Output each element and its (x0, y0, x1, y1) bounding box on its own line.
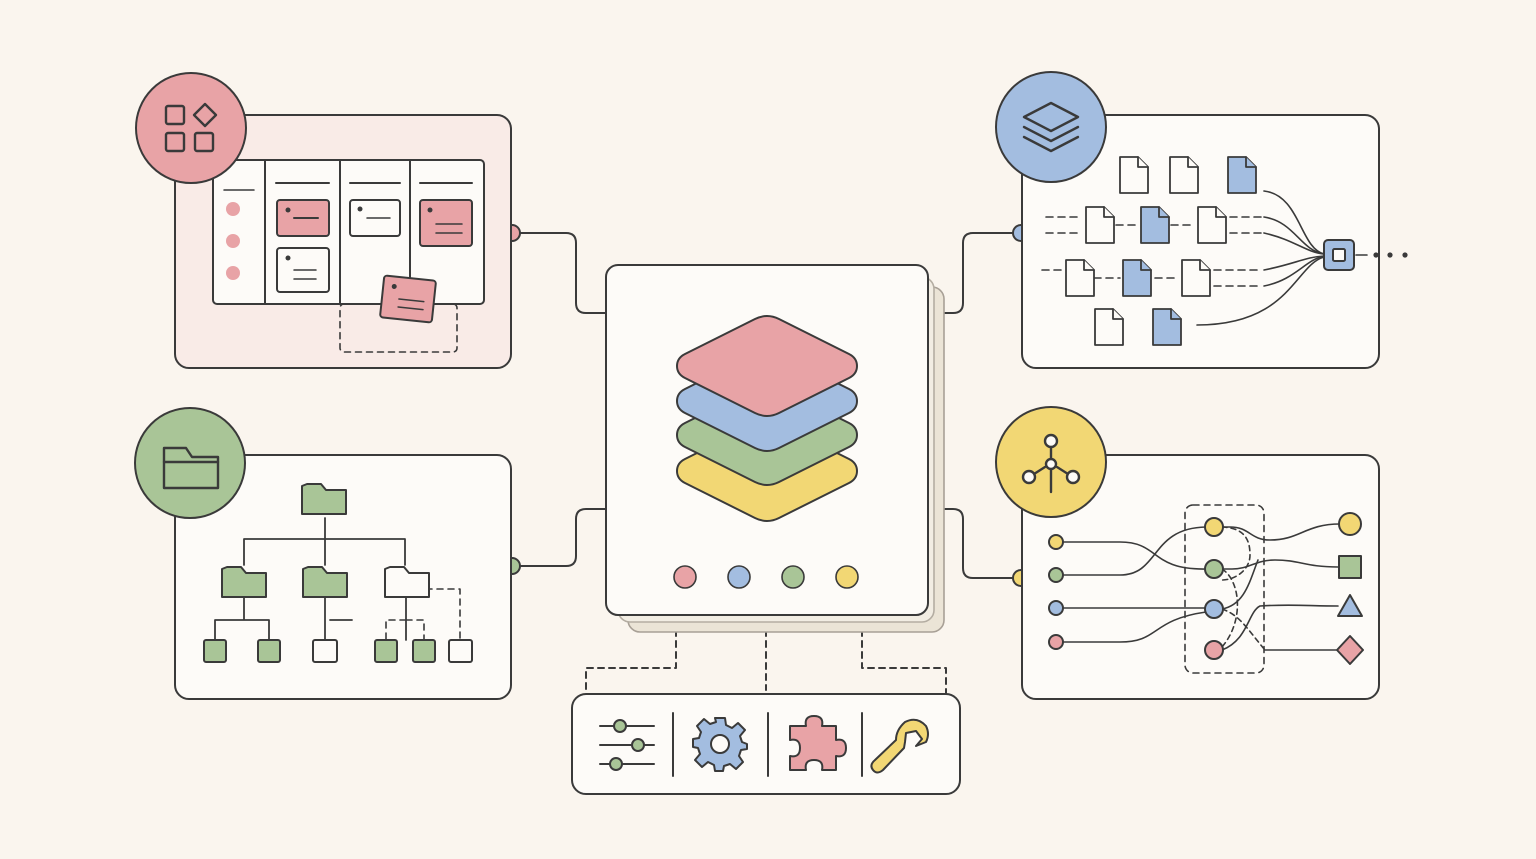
tree-leaf[interactable] (448, 639, 473, 663)
routing-input-pink[interactable] (1048, 634, 1064, 650)
network-nodes-icon (995, 406, 1107, 518)
kanban-card[interactable] (349, 199, 401, 237)
puzzle-piece-icon[interactable] (789, 715, 847, 771)
layer-pink (676, 315, 858, 417)
routing-input-green[interactable] (1048, 567, 1064, 583)
central-hub[interactable] (605, 264, 945, 633)
dot-green (781, 565, 805, 589)
wrench-icon[interactable] (870, 718, 929, 774)
hub-color-dots (673, 565, 859, 589)
connector-network-hub (942, 508, 1022, 579)
tree-leaf[interactable] (374, 639, 398, 663)
routing-group-box (1184, 504, 1265, 674)
tools-toolbar (571, 693, 961, 795)
tree-leaf[interactable] (257, 639, 281, 663)
routing-lines (1055, 523, 1341, 651)
gear-icon[interactable] (692, 717, 748, 772)
connector-docs-hub (942, 232, 1022, 314)
kanban-module[interactable] (135, 72, 512, 369)
routing-hub-pink[interactable] (1204, 640, 1224, 660)
routing-output-diamond[interactable] (1336, 635, 1364, 665)
network-panel (1021, 454, 1380, 700)
connector-kanban-hub (511, 232, 607, 314)
dot-pink (673, 565, 697, 589)
stacked-layers-icon (676, 315, 858, 522)
routing-hub-yellow[interactable] (1204, 517, 1224, 537)
pipeline-output-node[interactable] (1323, 239, 1355, 271)
sliders-icon[interactable] (599, 719, 655, 771)
folders-module[interactable] (134, 407, 512, 700)
routing-output-triangle[interactable] (1337, 594, 1363, 617)
kanban-card[interactable] (276, 199, 330, 237)
tree-lines (214, 517, 407, 641)
folder-icon (134, 407, 246, 519)
tree-leaf[interactable] (203, 639, 227, 663)
kanban-card[interactable] (419, 199, 473, 247)
routing-hub-green[interactable] (1204, 559, 1224, 579)
pipeline-lanes (1041, 216, 1263, 287)
tree-leaf[interactable] (412, 639, 436, 663)
routing-hub-blue[interactable] (1204, 599, 1224, 619)
connector-hub-toolbar (585, 629, 947, 695)
routing-output-square[interactable] (1338, 555, 1362, 579)
apps-grid-icon (135, 72, 247, 184)
routing-lines-dashed (1221, 526, 1266, 651)
routing-input-blue[interactable] (1048, 600, 1064, 616)
document-pipeline (1041, 156, 1408, 346)
kanban-card-dragging[interactable] (379, 274, 437, 324)
kanban-board (212, 159, 485, 353)
folder-tree (203, 483, 473, 663)
continuation-dots (1373, 252, 1408, 258)
network-module[interactable] (995, 406, 1380, 700)
routing-output-circle[interactable] (1338, 512, 1362, 536)
dot-yellow (835, 565, 859, 589)
pipeline-flow-lines (1196, 190, 1325, 326)
documents-module[interactable] (995, 71, 1408, 369)
kanban-card[interactable] (276, 247, 330, 293)
connector-lines (511, 232, 1022, 695)
connector-folders-hub (511, 508, 607, 567)
routing-graph (1048, 504, 1364, 674)
dot-blue (727, 565, 751, 589)
tree-leaf[interactable] (312, 639, 338, 663)
layers-icon (995, 71, 1107, 183)
routing-input-yellow[interactable] (1048, 534, 1064, 550)
tree-dashed-lines (385, 588, 461, 641)
